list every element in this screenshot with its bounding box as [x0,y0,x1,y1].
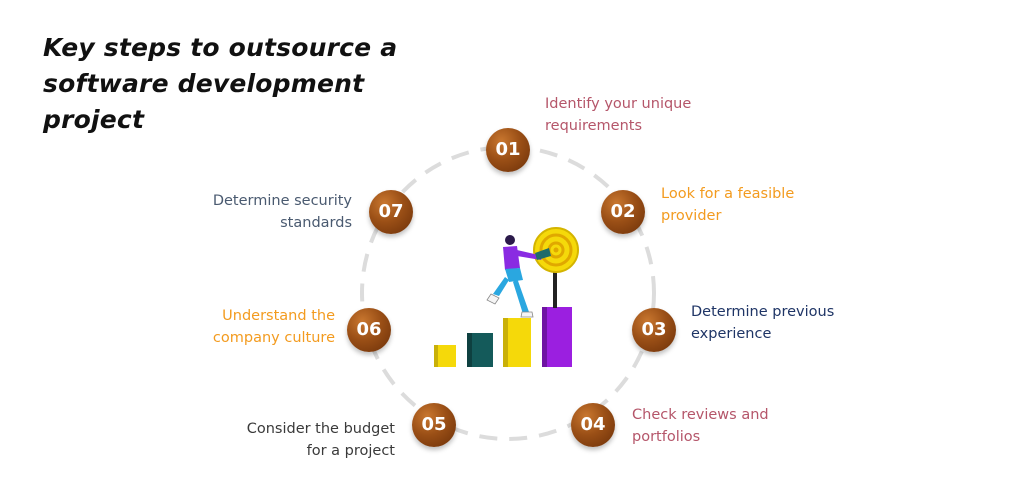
step-04-badge: 04 [571,403,615,447]
step-03-badge: 03 [632,308,676,352]
step-02-label: Look for a feasible provider [661,183,794,227]
step-01-line-2: requirements [545,118,643,134]
step-01-label: Identify your unique requirements [545,93,691,137]
step-03-line-2: experience [691,326,772,342]
step-05-line-2: for a project [306,443,395,459]
step-04-line-1: Check reviews and [632,407,769,423]
target-pole [553,272,557,308]
step-01-line-1: Identify your unique [545,96,692,112]
bar-3 [503,318,531,367]
step-06-line-1: Understand the [222,308,335,324]
step-01-badge: 01 [486,128,530,172]
step-03-label: Determine previous experience [691,301,834,345]
bar-2 [467,333,493,367]
step-03-line-1: Determine previous [691,304,835,320]
step-02-badge: 02 [601,190,645,234]
title-line-1: Key steps to outsource a [43,33,398,62]
step-07-line-1: Determine security [212,193,352,209]
growth-illustration [434,227,579,367]
bar-1 [434,345,456,367]
step-06-badge: 06 [347,308,391,352]
step-02-line-1: Look for a feasible [661,186,795,202]
target-icon [533,227,579,273]
step-04-line-2: portfolios [632,429,701,445]
step-06-line-2: company culture [212,330,335,346]
title-line-2: software development [43,69,365,98]
step-07-label: Determine security standards [150,190,352,234]
dashed-circle [360,145,656,441]
page-title: Key steps to outsource a software develo… [43,30,403,138]
person-figure [486,235,551,318]
step-07-line-2: standards [280,215,352,231]
step-05-line-1: Consider the budget [246,421,395,437]
step-07-badge: 07 [369,190,413,234]
bar-4 [542,307,572,367]
title-line-3: project [43,105,145,134]
step-05-badge: 05 [412,403,456,447]
step-04-label: Check reviews and portfolios [632,404,769,448]
step-05-label: Consider the budget for a project [190,418,395,462]
step-06-label: Understand the company culture [150,305,335,349]
step-02-line-2: provider [661,208,722,224]
